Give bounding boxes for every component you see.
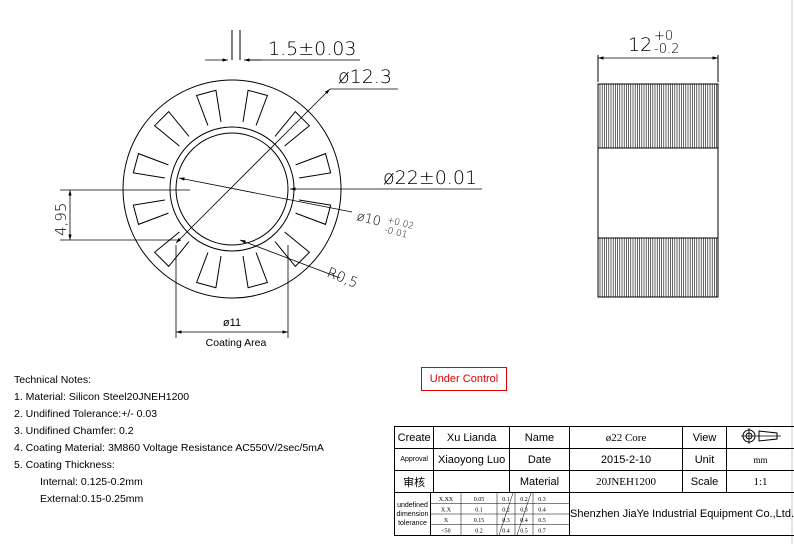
height-dimension — [60, 189, 190, 241]
tolerance-cell: 0.4 — [538, 508, 546, 514]
length-text: 12 — [628, 34, 652, 56]
tolerance-cell: 0.4 — [502, 529, 510, 535]
tolerance-cell: 0.15 — [474, 518, 485, 524]
tolerance-cell: <50 — [441, 529, 450, 535]
approval-value: Xiaoyong Luo — [433, 448, 510, 471]
notes-heading: Technical Notes: — [14, 374, 92, 386]
review-label: 审核 — [393, 470, 435, 493]
material-value: 20JNEH1200 — [568, 470, 684, 493]
tolerance-cell: 0.3 — [520, 508, 528, 514]
name-value: ø22 Core — [568, 426, 684, 449]
stator-tooth — [295, 152, 332, 179]
tolerance-cell: X.XX — [439, 497, 454, 503]
title-block: Create Xu Lianda Name ø22 Core View Appr… — [393, 426, 794, 536]
name-label: Name — [508, 426, 571, 449]
tolerance-cell: 0.5 — [538, 518, 546, 524]
note-item: 1. Material: Silicon Steel20JNEH1200 — [14, 391, 190, 403]
length-tol-upper: +0 — [654, 29, 673, 44]
length-tol-lower: -0.2 — [654, 42, 679, 57]
technical-notes: Technical Notes: 1. Material: Silicon St… — [14, 372, 324, 508]
tolerance-cell: 0.1 — [502, 497, 510, 503]
company-name: Shenzhen JiaYe Industrial Equipment Co.,… — [568, 492, 794, 536]
coating-dimension — [175, 245, 289, 338]
stator-tooth — [132, 152, 169, 179]
tolerance-cell: 0.05 — [474, 497, 485, 503]
scale-label: Scale — [682, 470, 728, 493]
coating-diameter-text: ø11 — [223, 317, 241, 329]
stator-tooth — [132, 199, 169, 226]
tolerance-cell: 0.2 — [502, 508, 510, 514]
stator-tooth — [242, 89, 269, 126]
scale-value: 1:1 — [726, 470, 794, 493]
inner-diameter-text: ø10 — [355, 209, 382, 229]
unit-value: mm — [726, 448, 794, 471]
stator-tooth — [295, 199, 332, 226]
note-item: 2. Undifined Tolerance:+/- 0.03 — [14, 408, 158, 420]
thickness-external: External:0.15-0.25mm — [40, 493, 144, 505]
under-control-stamp: Under Control — [421, 367, 507, 391]
thickness-internal: Internal: 0.125-0.2mm — [40, 476, 143, 488]
coating-area-label: Coating Area — [206, 337, 267, 349]
tolerance-cell: 0.2 — [475, 529, 483, 535]
lamination-lines — [599, 84, 717, 297]
tolerance-cell: X — [444, 518, 449, 524]
unit-label: Unit — [682, 448, 728, 471]
tolerance-cell: 0.7 — [538, 529, 546, 535]
projection-symbol-icon — [726, 426, 794, 449]
stator-tooth — [153, 110, 190, 147]
tolerance-cell: X.X — [441, 508, 452, 514]
stator-tooth — [242, 252, 269, 289]
inner-diameter-leader — [178, 177, 353, 213]
stator-tooth — [153, 231, 190, 268]
tolerance-cell: 0.3 — [502, 518, 510, 524]
tolerance-cell: 0.3 — [538, 497, 546, 503]
slot-width-text: 1.5±0.03 — [268, 38, 356, 60]
create-value: Xu Lianda — [433, 426, 510, 449]
tolerance-cell: 0.4 — [520, 518, 528, 524]
core-front-view — [122, 30, 342, 299]
review-value — [433, 470, 510, 493]
date-label: Date — [508, 448, 571, 471]
outer-diameter-text: ø22±0.01 — [383, 167, 477, 189]
tolerance-label: undefined dimension tolerance — [396, 493, 431, 535]
height-text: 4,95 — [52, 203, 70, 236]
radius-leader — [239, 239, 341, 279]
bore-diameter-text: ø12.3 — [338, 66, 392, 88]
date-value: 2015-2-10 — [568, 448, 684, 471]
radius-text: R0,5 — [325, 265, 361, 292]
tolerance-cell: 0.1 — [475, 508, 483, 514]
view-label: View — [682, 426, 728, 449]
bore-leader — [175, 88, 331, 244]
stator-tooth — [274, 231, 311, 268]
material-label: Material — [508, 470, 571, 493]
note-item: 4. Coating Material: 3M860 Voltage Resis… — [14, 442, 324, 454]
tolerance-cell: 0.5 — [520, 529, 528, 535]
core-side-view — [597, 55, 719, 298]
stator-tooth — [195, 252, 222, 289]
stator-tooth — [195, 89, 222, 126]
note-item: 5. Coating Thickness: — [14, 459, 115, 471]
approval-label: Approval — [393, 448, 435, 471]
note-item: 3. Undifined Chamfer: 0.2 — [14, 425, 134, 437]
create-label: Create — [393, 426, 435, 449]
tolerance-cell: 0.2 — [520, 497, 528, 503]
stator-tooth — [274, 110, 311, 147]
